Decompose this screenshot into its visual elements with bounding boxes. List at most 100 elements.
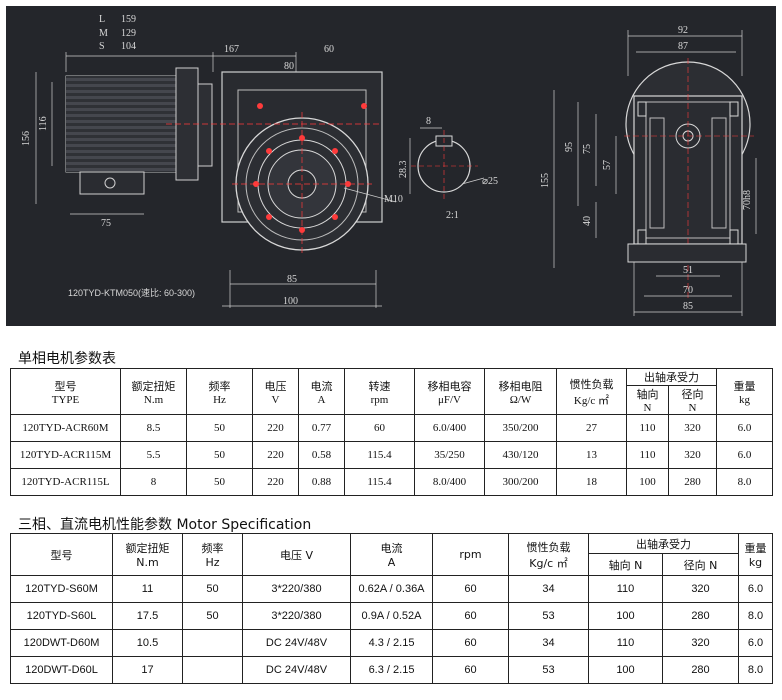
table-cell: 18: [556, 468, 627, 496]
table-cell: 120TYD-S60M: [10, 575, 113, 603]
table-cell: 11: [112, 575, 183, 603]
dim-m-key: M: [99, 28, 108, 39]
table-cell: 50: [182, 602, 243, 630]
side-view: L 159 M 129 S 104 167 60 80 156 116 75: [21, 14, 403, 308]
dim-75: 75: [101, 218, 111, 229]
table-cell: 60: [344, 414, 415, 442]
table-cell: 34: [508, 575, 589, 603]
dim-key-width: 8: [426, 116, 431, 127]
table-cell: 6.0: [716, 414, 773, 442]
table-cell: 110: [626, 441, 669, 469]
dim-167: 167: [224, 44, 239, 55]
table-cell: 0.58: [298, 441, 345, 469]
dim-85-front: 85: [683, 301, 693, 312]
table-cell: 35/250: [414, 441, 485, 469]
table-cell: 120TYD-S60L: [10, 602, 113, 630]
table-cell: 100: [626, 468, 669, 496]
dim-l-value: 159: [121, 14, 136, 25]
table-cell: 280: [662, 656, 739, 684]
table-cell: 6.0: [738, 575, 773, 603]
table-cell: 50: [182, 575, 243, 603]
dim-116: 116: [38, 116, 49, 131]
table-cell: 120TYD-ACR60M: [10, 414, 121, 442]
table-cell: 8.0: [738, 656, 773, 684]
table-cell: 110: [588, 629, 663, 657]
table-cell: DC 24V/48V: [242, 629, 351, 657]
table2-title: 三相、直流电机性能参数 Motor Specification: [18, 517, 312, 533]
dim-87: 87: [678, 41, 688, 52]
dim-85: 85: [287, 274, 297, 285]
dim-m10: M10: [384, 194, 403, 205]
dim-70: 70: [683, 285, 693, 296]
table-cell: 50: [186, 468, 253, 496]
dim-100: 100: [283, 296, 298, 307]
table-cell: 3*220/380: [242, 602, 351, 630]
table-cell: 320: [662, 629, 739, 657]
dim-80: 80: [284, 61, 294, 72]
t2-h-radial: 径向 N: [662, 553, 739, 576]
table-cell: DC 24V/48V: [242, 656, 351, 684]
drawing-svg: L 159 M 129 S 104 167 60 80 156 116 75: [21, 14, 757, 316]
t1-h-shaft-load: 出轴承受力: [626, 368, 717, 386]
table-cell: 53: [508, 602, 589, 630]
table-cell: 4.3 / 2.15: [350, 629, 433, 657]
table-cell: 0.9A / 0.52A: [350, 602, 433, 630]
table-cell: 27: [556, 414, 627, 442]
dim-60: 60: [324, 44, 334, 55]
t2-h-voltage: 电压 V: [242, 533, 351, 576]
dim-m-value: 129: [121, 28, 136, 39]
table-cell: 320: [668, 414, 717, 442]
drawing-caption: 120TYD-KTM050(速比: 60-300): [68, 287, 195, 298]
t2-h-shaft-load: 出轴承受力: [588, 533, 739, 554]
table-cell: 320: [668, 441, 717, 469]
table-cell: 280: [662, 602, 739, 630]
dim-156: 156: [21, 131, 32, 146]
dim-s-key: S: [99, 41, 105, 52]
table-cell: 100: [588, 656, 663, 684]
table-cell: 8.0: [738, 602, 773, 630]
table-cell: 0.88: [298, 468, 345, 496]
table-cell: 17: [112, 656, 183, 684]
table-cell: [182, 656, 243, 684]
dim-155: 155: [540, 173, 551, 188]
table-cell: 8.0/400: [414, 468, 485, 496]
table-cell: 110: [626, 414, 669, 442]
table-cell: 120TYD-ACR115M: [10, 441, 121, 469]
table-cell: 60: [432, 602, 509, 630]
dim-95: 95: [564, 142, 575, 152]
table-cell: 220: [252, 414, 299, 442]
table-cell: 320: [662, 575, 739, 603]
dim-92: 92: [678, 25, 688, 36]
table-cell: 120TYD-ACR115L: [10, 468, 121, 496]
dim-bore: ⌀25: [482, 176, 498, 187]
table-cell: 6.0: [716, 441, 773, 469]
table-cell: 50: [186, 441, 253, 469]
dim-70h8: 70h8: [742, 190, 753, 210]
table-cell: 34: [508, 629, 589, 657]
t2-h-axial: 轴向 N: [588, 553, 663, 576]
table-cell: 300/200: [484, 468, 557, 496]
dim-75-front: 75: [582, 144, 593, 154]
table-cell: 8: [120, 468, 187, 496]
t2-h-type: 型号: [10, 533, 113, 576]
